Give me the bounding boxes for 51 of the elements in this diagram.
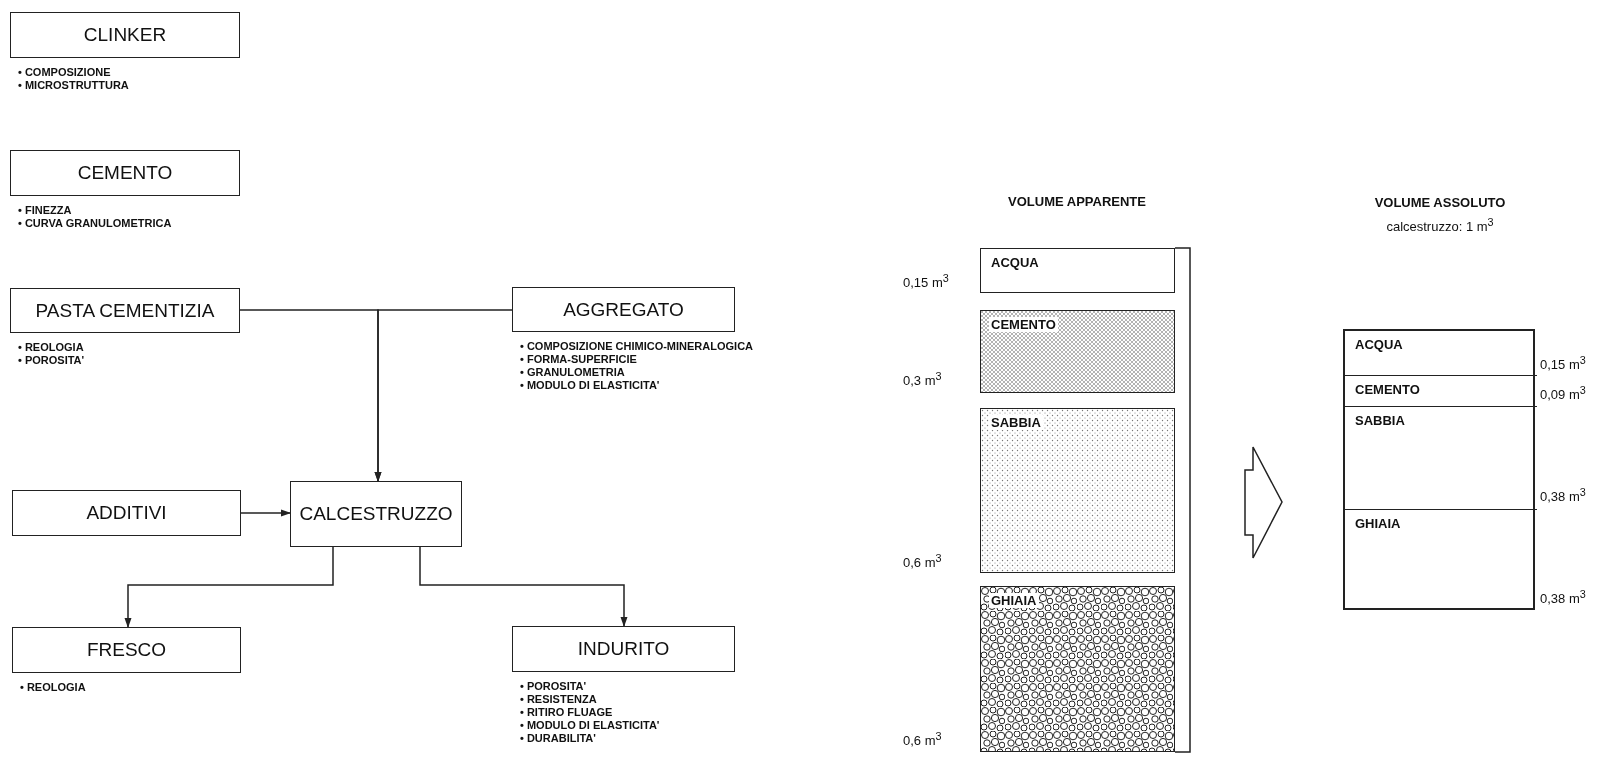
arrow: [374, 309, 513, 482]
property-list-item: • REOLOGIA: [18, 341, 85, 354]
process-box: FRESCO: [12, 627, 241, 673]
layer-label: ACQUA: [1353, 337, 1405, 352]
material-layer: [980, 310, 1175, 393]
property-list-item: • DURABILITA': [520, 732, 597, 745]
property-list-item: • REOLOGIA: [20, 681, 87, 694]
property-list-item: • GRANULOMETRIA: [520, 366, 626, 379]
volume-value: 0,6 m$^{3}$: [903, 552, 942, 571]
volume-box: [1343, 329, 1535, 610]
property-list-item: • MODULO DI ELASTICITA': [520, 719, 661, 732]
process-box: ADDITIVI: [12, 490, 241, 536]
column-heading: VOLUME APPARENTE: [1008, 194, 1146, 209]
layer-label: GHIAIA: [989, 593, 1039, 608]
volume-value: 0,6 m$^{3}$: [903, 730, 942, 749]
column-heading: VOLUME ASSOLUTO: [1374, 195, 1506, 210]
property-list-item: • RESISTENZA: [520, 693, 598, 706]
material-layer: [980, 248, 1175, 293]
volume-value: 0,09 m$^{3}$: [1540, 384, 1586, 403]
material-layer: [980, 586, 1175, 752]
volume-value: 0,38 m$^{3}$: [1540, 588, 1586, 607]
caption-text: calcestruzzo: 1 m$^{3}$: [1386, 216, 1494, 235]
property-list-item: • CURVA GRANULOMETRICA: [18, 217, 173, 230]
process-box: CLINKER: [10, 12, 240, 58]
layer-label: SABBIA: [989, 415, 1043, 430]
property-list-item: • FINEZZA: [18, 204, 73, 217]
property-list-item: • COMPOSIZIONE CHIMICO-MINERALOGICA: [520, 340, 754, 353]
layer-label: CEMENTO: [989, 317, 1058, 332]
arrow: [124, 546, 334, 628]
layer-label: CEMENTO: [1353, 382, 1422, 397]
layer-label: SABBIA: [1353, 413, 1407, 428]
process-box: CALCESTRUZZO: [290, 481, 462, 547]
property-list-item: • FORMA-SUPERFICIE: [520, 353, 638, 366]
volume-value: 0,15 m$^{3}$: [903, 272, 949, 291]
layer-label: ACQUA: [989, 255, 1041, 270]
layer-label: GHIAIA: [1353, 516, 1403, 531]
arrow: [240, 509, 291, 517]
property-list-item: • MODULO DI ELASTICITA': [520, 379, 661, 392]
volume-value: 0,15 m$^{3}$: [1540, 354, 1586, 373]
process-box: INDURITO: [512, 626, 735, 672]
process-box: PASTA CEMENTIZIA: [10, 288, 240, 333]
property-list-item: • COMPOSIZIONE: [18, 66, 112, 79]
property-list-item: • POROSITA': [18, 354, 86, 367]
property-list-item: • POROSITA': [520, 680, 588, 693]
property-list-item: • RITIRO FLUAGE: [520, 706, 614, 719]
volume-value: 0,3 m$^{3}$: [903, 370, 942, 389]
arrow: [419, 546, 628, 627]
process-box: AGGREGATO: [512, 287, 735, 332]
property-list-item: • MICROSTRUTTURA: [18, 79, 130, 92]
material-layer: [980, 408, 1175, 573]
process-box: CEMENTO: [10, 150, 240, 196]
